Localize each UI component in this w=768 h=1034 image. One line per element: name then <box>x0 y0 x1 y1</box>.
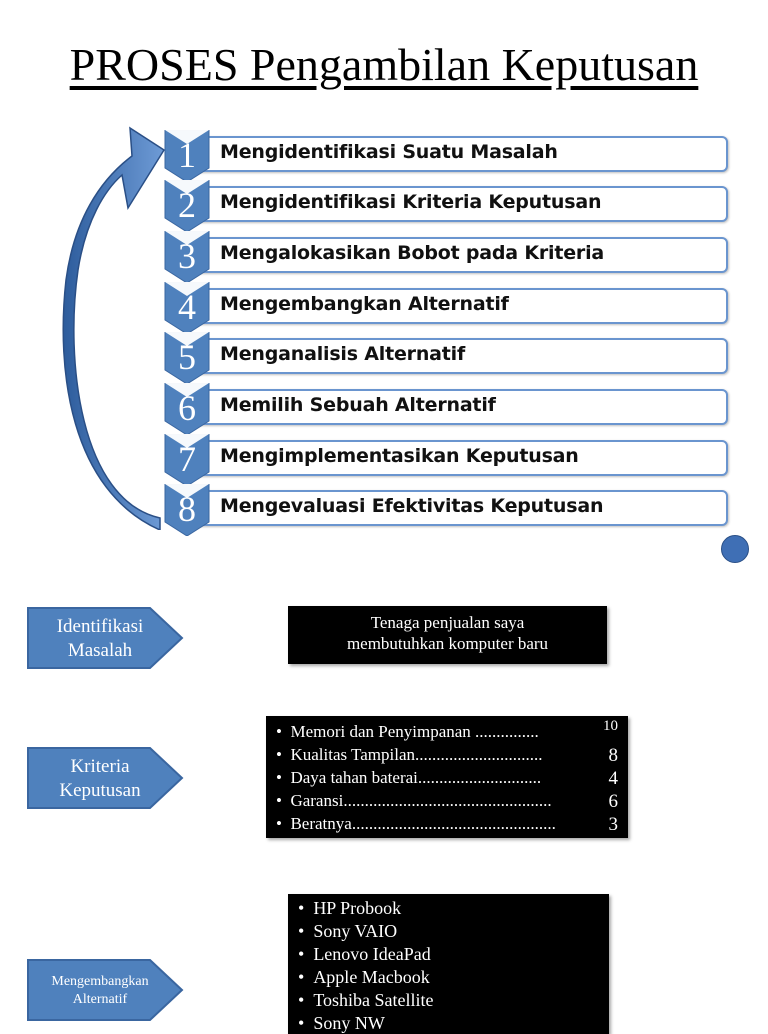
alternative-name: HP Probook <box>313 898 402 918</box>
bullet-icon: • <box>276 791 291 810</box>
bullet-icon: • <box>298 944 314 964</box>
step-bar-6: Memilih Sebuah Alternatif <box>192 389 728 425</box>
criteria-name: Memori dan Penyimpanan ............... <box>290 722 539 741</box>
step-number: 8 <box>178 489 196 529</box>
bullet-icon: • <box>276 768 291 787</box>
criteria-item: • Memori dan Penyimpanan ............... <box>276 722 539 742</box>
step-number-chevron-1: 1 <box>164 129 210 183</box>
decorative-dot <box>721 535 749 563</box>
criteria-name: Kualitas Tampilan.......................… <box>290 745 543 764</box>
step-number-chevron-7: 7 <box>164 433 210 487</box>
step-bar-2: Mengidentifikasi Kriteria Keputusan <box>192 186 728 222</box>
bullet-icon: • <box>298 1013 314 1033</box>
identify-label: Identifikasi Masalah <box>56 616 144 661</box>
criteria-weight: 3 <box>608 814 619 835</box>
criteria-name: Beratnya................................… <box>290 814 556 833</box>
step-bar-5: Menganalisis Alternatif <box>192 338 728 374</box>
criteria-arrow-icon <box>27 747 184 809</box>
bullet-icon: • <box>298 967 314 987</box>
alternative-item: • Apple Macbook <box>298 967 430 988</box>
identify-problem-arrow-icon <box>27 607 184 669</box>
step-number-chevron-2: 2 <box>164 179 210 233</box>
step-number: 5 <box>178 337 196 377</box>
step-bar-3: Mengalokasikan Bobot pada Kriteria <box>192 237 728 273</box>
criteria-name: Daya tahan baterai......................… <box>290 768 542 787</box>
criteria-weight: 4 <box>608 768 619 789</box>
step-number-chevron-6: 6 <box>164 382 210 436</box>
step-label: Memilih Sebuah Alternatif <box>220 394 496 416</box>
bullet-icon: • <box>276 745 291 764</box>
alternative-name: Sony VAIO <box>313 921 398 941</box>
criteria-name: Garansi.................................… <box>290 791 552 810</box>
step-number: 1 <box>178 135 196 175</box>
step-number-chevron-3: 3 <box>164 230 210 284</box>
step-bar-8: Mengevaluasi Efektivitas Keputusan <box>192 490 728 526</box>
criteria-list-box: • Memori dan Penyimpanan ...............… <box>266 716 628 838</box>
alternative-name: Sony NW <box>313 1013 385 1033</box>
criteria-weight: 6 <box>608 791 619 812</box>
step-number: 6 <box>178 388 196 428</box>
alternative-name: Toshiba Satellite <box>313 990 434 1010</box>
criteria-item: • Garansi...............................… <box>276 791 552 811</box>
cycle-arrow-icon <box>62 126 166 530</box>
problem-line-1: Tenaga penjualan saya <box>370 613 525 632</box>
problem-line-2: membutuhkan komputer baru <box>346 634 549 653</box>
bullet-icon: • <box>276 814 291 833</box>
bullet-icon: • <box>298 990 314 1010</box>
step-label: Mengalokasikan Bobot pada Kriteria <box>220 242 605 264</box>
criteria-label: Kriteria Keputusan <box>59 756 141 801</box>
bullet-icon: • <box>298 921 314 941</box>
alternatives-list-box: • HP Probook• Sony VAIO• Lenovo IdeaPad•… <box>288 894 609 1034</box>
step-number-chevron-5: 5 <box>164 331 210 385</box>
criteria-weight: 10 <box>603 718 618 734</box>
criteria-weight: 8 <box>608 745 619 766</box>
alternative-item: • Sony VAIO <box>298 921 397 942</box>
alternatives-label: Mengembangkan Alternatif <box>51 974 149 1007</box>
step-label: Mengidentifikasi Suatu Masalah <box>220 141 558 163</box>
step-number: 2 <box>178 185 196 225</box>
step-number: 3 <box>178 236 196 276</box>
step-bar-1: Mengidentifikasi Suatu Masalah <box>192 136 728 172</box>
step-bar-7: Mengimplementasikan Keputusan <box>192 440 728 476</box>
step-label: Mengimplementasikan Keputusan <box>220 445 579 467</box>
alternative-item: • Lenovo IdeaPad <box>298 944 431 965</box>
alternative-item: • Toshiba Satellite <box>298 990 434 1011</box>
bullet-icon: • <box>298 898 314 918</box>
step-number: 4 <box>178 287 196 327</box>
page-title: PROSES Pengambilan Keputusan <box>69 39 699 90</box>
step-label: Mengembangkan Alternatif <box>220 293 509 315</box>
step-bar-4: Mengembangkan Alternatif <box>192 288 728 324</box>
alternatives-arrow-icon <box>27 959 184 1021</box>
problem-statement-box: Tenaga penjualan saya membutuhkan komput… <box>288 606 607 664</box>
bullet-icon: • <box>276 722 291 741</box>
step-number: 7 <box>178 439 196 479</box>
step-label: Mengevaluasi Efektivitas Keputusan <box>220 495 604 517</box>
step-label: Mengidentifikasi Kriteria Keputusan <box>220 191 602 213</box>
criteria-item: • Daya tahan baterai....................… <box>276 768 541 788</box>
criteria-item: • Kualitas Tampilan.....................… <box>276 745 543 765</box>
step-label: Menganalisis Alternatif <box>220 343 466 365</box>
alternative-item: • HP Probook <box>298 898 401 919</box>
step-number-chevron-8: 8 <box>164 483 210 537</box>
alternative-name: Lenovo IdeaPad <box>313 944 431 964</box>
step-number-chevron-4: 4 <box>164 281 210 335</box>
alternative-name: Apple Macbook <box>313 967 430 987</box>
criteria-item: • Beratnya..............................… <box>276 814 556 834</box>
